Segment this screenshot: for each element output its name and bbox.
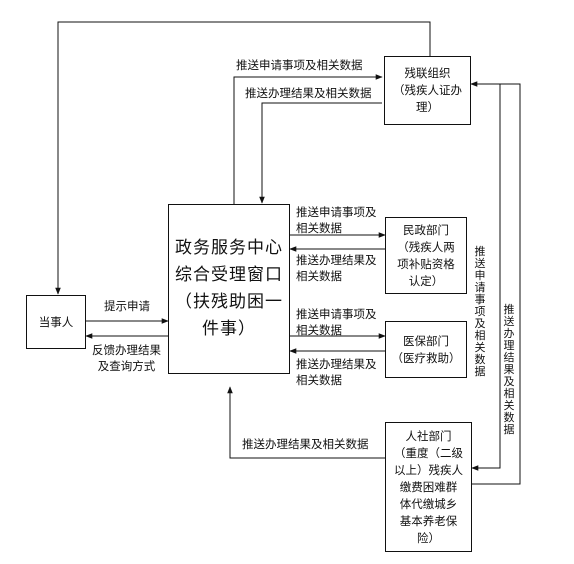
node-social-security: 人社部门 （重度（二级 以上）残疾人 缴费困难群 体代缴城乡 基本养老保 险） [385,422,472,552]
edge-federation-to-center-result [259,102,382,204]
label-push-request-civil: 推送申请事项及 相关数据 [296,205,377,235]
edge-social-to-center-result [227,386,385,459]
label-push-request-federation: 推送申请事项及相关数据 [236,58,363,72]
edge-social-to-federation-result [470,81,521,485]
node-applicant: 当事人 [26,295,86,349]
label-push-request-medical: 推送申请事项及 相关数据 [296,307,377,337]
label-push-result-medical: 推送办理结果及 相关数据 [296,357,377,387]
label-push-result-vertical: 推送办理结果及相关数据 [503,303,515,436]
node-center-label: 政务服务中心 综合受理窗口 （扶残助困一 件事） [175,238,283,339]
label-push-result-federation: 推送办理结果及相关数据 [245,86,372,100]
edge-federation-to-applicant [55,21,431,295]
label-submit-application: 提示申请 [104,299,150,313]
node-center: 政务服务中心 综合受理窗口 （扶残助困一 件事） [168,204,290,374]
node-social-security-label: 人社部门 （重度（二级 以上）残疾人 缴费困难群 体代缴城乡 基本养老保 险） [394,428,463,545]
label-push-result-social: 推送办理结果及相关数据 [242,437,369,451]
label-push-result-civil: 推送办理结果及 相关数据 [296,253,377,283]
label-feedback: 反馈办理结果 及查询方式 [92,343,161,373]
node-civil-affairs: 民政部门 （残疾人两 项补贴资格 认定） [385,217,467,294]
node-disabled-federation: 残联组织 （残疾人证办 理） [384,56,471,125]
node-disabled-federation-label: 残联组织 （残疾人证办 理） [393,66,462,114]
node-medical-insurance-label: 医保部门 （医疗救助） [391,333,461,365]
label-push-request-vertical: 推送申请事项及相关数据 [474,245,486,378]
node-medical-insurance: 医保部门 （医疗救助） [385,321,467,378]
node-applicant-label: 当事人 [38,314,74,329]
edge-center-to-federation-request [233,74,383,205]
node-civil-affairs-label: 民政部门 （残疾人两 项补贴资格 认定） [397,222,455,288]
